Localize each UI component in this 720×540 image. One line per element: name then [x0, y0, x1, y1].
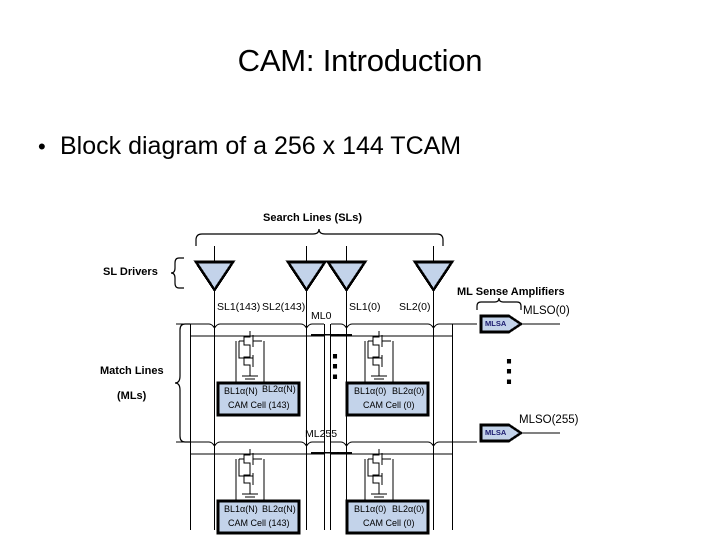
- search-line-label-sl1-143: SL1(143): [217, 301, 261, 313]
- cam-cell-name-r0c0: CAM Cell (143): [228, 400, 290, 410]
- transistor-group-r255c0: [235, 449, 265, 505]
- search-line-label-sl2-143: SL2(143): [262, 301, 306, 313]
- cam-cell-name-r255c1: CAM Cell (0): [363, 518, 415, 528]
- transistor-group-r255c1: [364, 449, 394, 505]
- match-line-ml0: [176, 323, 477, 330]
- mlso-output-label-0: MLSO(0): [523, 305, 570, 317]
- match-line-label-ml255: ML255: [305, 428, 338, 440]
- cam-cell-bl2-r255c0: BL2α(N): [262, 504, 296, 514]
- cam-cell-name-r0c1: CAM Cell (0): [363, 400, 415, 410]
- cam-cell-bl2-r0c1: BL2α(0): [392, 386, 425, 396]
- match-lines-brace: [174, 323, 190, 443]
- cam-cell-bl1-r255c0: BL1α(N): [224, 504, 258, 514]
- sl-drivers-label: SL Drivers: [103, 266, 158, 278]
- match-line-label-ml0: ML0: [311, 310, 332, 322]
- column-ellipsis-top: ———: [311, 326, 352, 343]
- sl-drivers-brace: [170, 257, 184, 289]
- row-ellipsis-array: ⋮: [320, 350, 350, 383]
- search-lines-brace: [195, 228, 444, 246]
- array-boundaries: [189, 324, 454, 530]
- match-lines-label-2: (MLs): [117, 390, 147, 402]
- match-line-ml255: [176, 441, 477, 448]
- cam-cell-bl1-r0c1: BL1α(0): [354, 386, 387, 396]
- transistor-group-r0c0: [235, 331, 265, 387]
- cam-cell-bl2-r0c0: BL2α(N): [262, 384, 296, 394]
- mlso-output-wires: [521, 323, 560, 434]
- transistor-group-r0c1: [364, 331, 394, 387]
- column-ellipsis-bottom: ———: [311, 444, 352, 461]
- mlso-output-label-255: MLSO(255): [519, 414, 579, 426]
- ml-sense-amplifiers: [479, 314, 524, 443]
- mlsa-label-255: MLSA: [485, 428, 507, 437]
- mlsa-label-0: MLSA: [485, 319, 507, 328]
- cam-cell-name-r255c0: CAM Cell (143): [228, 518, 290, 528]
- bullet-item: • Block diagram of a 256 x 144 TCAM: [38, 132, 698, 161]
- search-line-label-sl1-0: SL1(0): [349, 301, 381, 313]
- cam-cell-bl1-r0c0: BL1α(N): [224, 386, 258, 396]
- cam-cell-bl1-r255c1: BL1α(0): [354, 504, 387, 514]
- search-line-label-sl2-0: SL2(0): [399, 301, 431, 313]
- page-title: CAM: Introduction: [237, 43, 483, 78]
- bullet-label: Block diagram of a 256 x 144 TCAM: [60, 132, 462, 160]
- row-ellipsis-sense-amp: ⋮: [494, 355, 524, 388]
- search-lines-label: Search Lines (SLs): [263, 212, 363, 224]
- ml-sense-amp-brace: [476, 297, 522, 310]
- cam-cell-boxes: [216, 381, 430, 535]
- sl-driver-triangles: [193, 260, 455, 293]
- cam-cell-bl2-r255c1: BL2α(0): [392, 504, 425, 514]
- ml-sense-amplifiers-label: ML Sense Amplifiers: [457, 286, 565, 298]
- bullet-marker: •: [38, 134, 46, 159]
- match-lines-label-1: Match Lines: [100, 365, 164, 377]
